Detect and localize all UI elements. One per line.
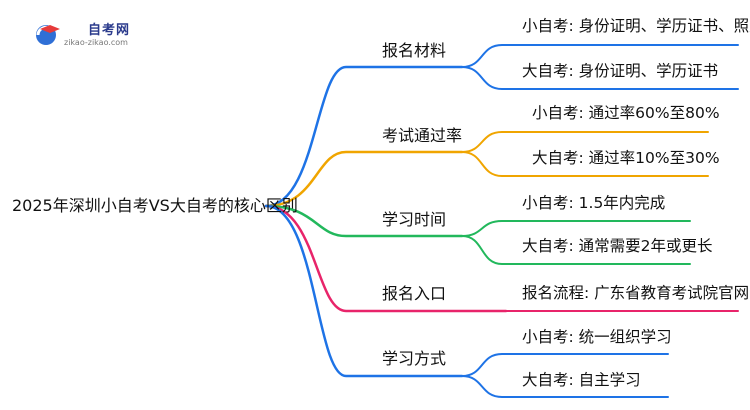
leaf-connector-1-0: [461, 131, 709, 153]
logo-url: zikao-zikao.com: [64, 38, 128, 47]
branch-label-study-time: 学习时间: [382, 210, 447, 229]
leaf-connector-2-0: [461, 220, 691, 237]
leaf-connector-2-1: [461, 235, 691, 265]
mindmap-root-topic: 2025年深圳小自考VS大自考的核心区别: [12, 196, 298, 215]
leaf-connector-1-1: [461, 151, 709, 177]
branch-connector-3: [264, 204, 508, 313]
site-logo[interactable]: 自考网 zikao-zikao.com: [34, 18, 144, 48]
branch-label-pass-rate: 考试通过率: [382, 126, 463, 145]
leaf-pass-rate-small: 小自考: 通过率60%至80%: [532, 104, 720, 122]
branch-connector-2: [264, 204, 464, 238]
leaf-pass-rate-large: 大自考: 通过率10%至30%: [532, 149, 720, 167]
branch-label-registration: 报名入口: [382, 284, 447, 303]
leaf-connector-0-0: [461, 44, 739, 68]
graduation-cap-icon: [36, 25, 60, 45]
leaf-study-time-large: 大自考: 通常需要2年或更长: [522, 237, 713, 255]
leaf-registration-flow: 报名流程: 广东省教育考试院官网: [522, 284, 750, 302]
leaf-materials-small: 小自考: 身份证明、学历证书、照片: [522, 17, 750, 35]
leaf-study-time-small: 小自考: 1.5年内完成: [522, 194, 666, 212]
leaf-connector-4-1: [461, 375, 669, 398]
leaf-connector-0-1: [461, 66, 739, 90]
leaf-materials-large: 大自考: 身份证明、学历证书: [522, 62, 719, 80]
branch-label-study-mode: 学习方式: [382, 349, 447, 368]
logo-name: 自考网: [88, 23, 131, 38]
leaf-connector-4-0: [461, 353, 669, 377]
leaf-study-mode-large: 大自考: 自主学习: [522, 371, 641, 389]
branch-connector-4: [264, 204, 464, 378]
branch-connector-0: [264, 65, 464, 208]
leaf-study-mode-small: 小自考: 统一组织学习: [522, 328, 672, 346]
branch-label-materials: 报名材料: [382, 41, 447, 60]
branch-connector-1: [264, 150, 464, 208]
